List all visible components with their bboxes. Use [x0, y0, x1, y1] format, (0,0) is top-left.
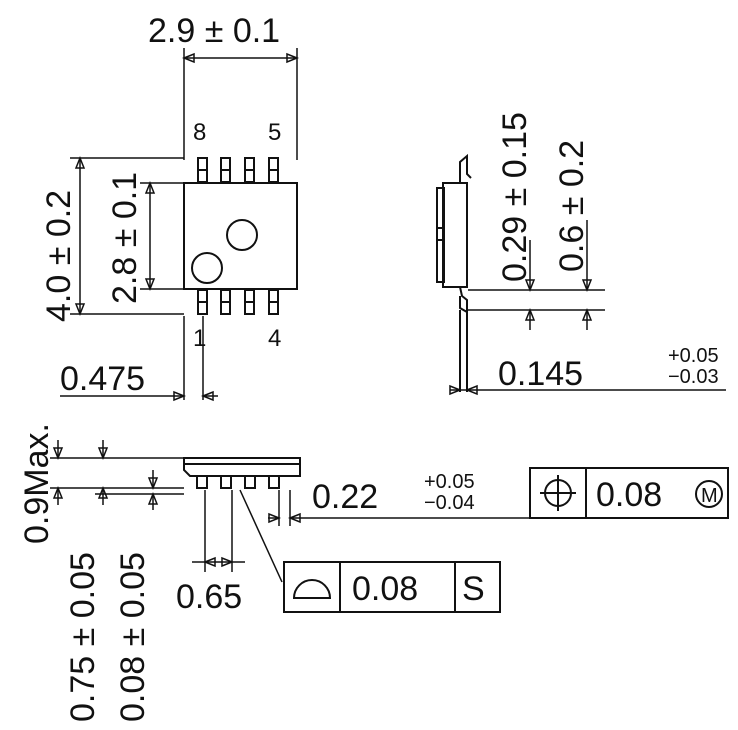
lead-pitch-tol-minus: −0.03	[668, 366, 719, 388]
front-view	[183, 457, 301, 489]
pin1-dimple	[191, 252, 223, 284]
top-view-dimensions	[60, 48, 300, 402]
package-body-side	[442, 182, 468, 288]
mmc-modifier-letter: M	[701, 485, 718, 507]
front-lead-3	[244, 475, 256, 489]
package-body-top	[183, 182, 298, 290]
front-view-dimensions	[50, 440, 540, 583]
side-view	[436, 153, 472, 392]
mmc-modifier-icon	[695, 480, 723, 508]
pin-label-4: 4	[268, 325, 281, 352]
front-lead-4	[268, 475, 280, 489]
body-dimension: 2.8 ± 0.1	[106, 172, 144, 304]
foot-length-dimension: 0.6 ± 0.2	[553, 140, 591, 272]
pitch-dimension: 0.65	[176, 578, 242, 616]
lead-width-tol-minus: −0.04	[424, 492, 475, 514]
position-tolerance-frame	[529, 467, 729, 519]
lead-pitch-tol-plus: +0.05	[668, 345, 719, 367]
flatness-datum-letter: S	[462, 570, 485, 608]
flatness-tolerance-frame	[283, 561, 501, 613]
pin-offset-dimension: 0.475	[60, 360, 145, 398]
front-lead-2	[220, 475, 232, 489]
pin-label-8: 8	[193, 119, 206, 146]
pin-label-1: 1	[193, 325, 206, 352]
width-dimension: 2.9 ± 0.1	[148, 12, 280, 50]
lead-width-tol-plus: +0.05	[424, 471, 475, 493]
lead-pitch-dimension: 0.145	[498, 355, 583, 393]
side-view-dimensions	[449, 220, 726, 396]
max-height-dimension: 0.9Max.	[18, 423, 56, 544]
package-body-front	[183, 457, 301, 477]
standoff-dimension: 0.08 ± 0.05	[114, 552, 152, 722]
lead-width-dimension: 0.22	[312, 478, 378, 516]
top-view	[183, 157, 298, 315]
front-lead-1	[196, 475, 208, 489]
pin-label-5: 5	[268, 119, 281, 146]
height-dimension: 4.0 ± 0.2	[40, 190, 78, 322]
package-edge	[436, 187, 445, 283]
marking-circle	[226, 219, 258, 251]
body-height-dimension: 0.75 ± 0.05	[64, 552, 102, 722]
position-tolerance-value: 0.08	[596, 476, 662, 514]
profile-surface-icon	[292, 579, 332, 599]
flatness-tolerance-value: 0.08	[352, 570, 418, 608]
lead-thickness-dimension: 0.29 ± 0.15	[496, 112, 534, 282]
